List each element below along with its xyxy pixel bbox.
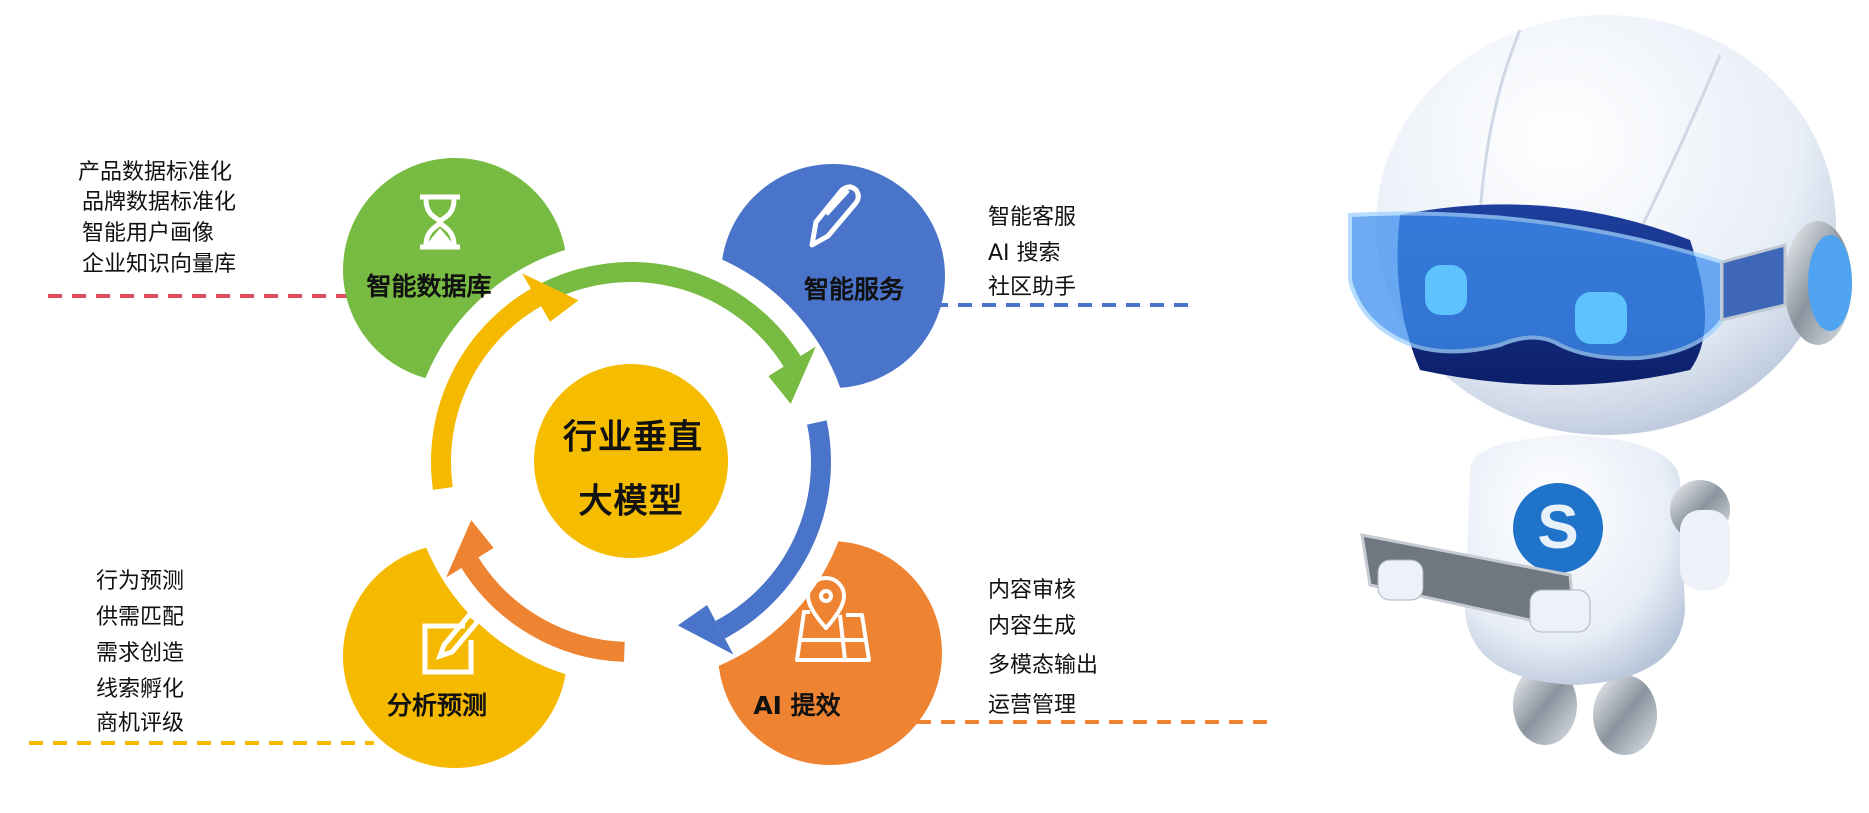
edit-icon	[422, 610, 482, 675]
list-item: 多模态输出	[988, 653, 1099, 678]
list-item: 运营管理	[988, 693, 1077, 718]
list-item: 品牌数据标准化	[82, 190, 237, 215]
list-item: 产品数据标准化	[78, 160, 233, 185]
list-item: 线索孵化	[96, 677, 185, 702]
list-item: 需求创造	[96, 641, 185, 666]
node-label-service: 智能服务	[803, 275, 905, 304]
arrow-ai-to-analysis	[461, 557, 625, 662]
pen-icon	[809, 184, 861, 248]
node-label-analysis: 分析预测	[386, 691, 488, 720]
node-label-database: 智能数据库	[366, 272, 492, 301]
list-item: 商机评级	[96, 711, 185, 736]
arrow-analysis-to-database	[431, 288, 542, 490]
node-label-ai: AI 提效	[753, 691, 841, 720]
list-item: 供需匹配	[96, 605, 185, 630]
hourglass-icon	[420, 194, 460, 250]
list-item: AI 搜索	[988, 241, 1061, 266]
center-circle	[534, 364, 728, 558]
list-item: 社区助手	[988, 275, 1077, 300]
list-item: 智能客服	[988, 205, 1077, 230]
robot-illustration: S	[1348, 15, 1852, 755]
map-pin-icon	[795, 576, 871, 662]
list-item: 内容审核	[988, 578, 1077, 603]
arrow-analysis-to-database-head	[522, 273, 579, 322]
list-item: 智能用户画像	[82, 221, 215, 246]
list-item: 内容生成	[988, 614, 1077, 639]
arrow-service-to-ai	[715, 420, 831, 639]
arrow-database-to-service-head	[768, 346, 816, 404]
arrow-ai-to-analysis-head	[446, 520, 494, 578]
center-title-line2: 大模型	[578, 481, 684, 522]
center-title-line1: 行业垂直	[563, 417, 703, 458]
list-item: 企业知识向量库	[82, 252, 237, 277]
arrow-service-to-ai-head	[677, 605, 734, 655]
list-item: 行为预测	[96, 569, 185, 594]
svg-text:S: S	[1537, 493, 1578, 562]
